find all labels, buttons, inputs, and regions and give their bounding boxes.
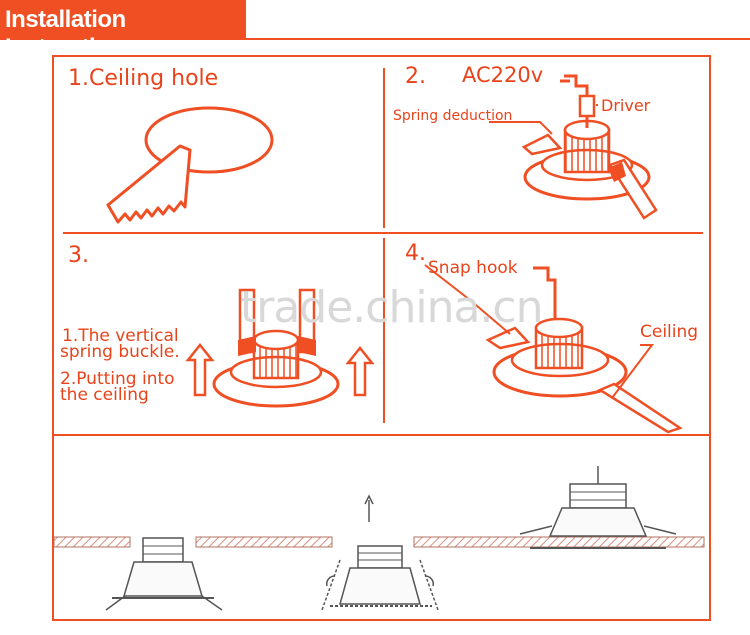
divider-middle-vertical <box>383 238 385 423</box>
step2-driver-label: Driver <box>601 96 651 115</box>
step2-illustration <box>489 74 658 220</box>
step1-illustration <box>106 106 274 224</box>
spring-clip-left <box>521 133 563 156</box>
divider-horizontal-2 <box>52 434 711 436</box>
step4-number: 4. <box>405 241 426 266</box>
watermark: trade.china.cn <box>240 282 544 333</box>
snap-hook-clip <box>485 326 531 350</box>
step4-illustration <box>424 264 683 434</box>
ceiling-panel-edge <box>597 382 683 434</box>
bottom-cross-section <box>53 466 705 611</box>
driver-box-icon <box>578 94 596 118</box>
header-bar: Installation Instructions <box>0 0 246 61</box>
step3-instruction-1a: 1.The vertical <box>62 326 179 346</box>
step3-instruction-1b: spring buckle. <box>60 342 180 362</box>
up-arrow-left-icon <box>185 342 215 397</box>
divider-top-vertical <box>383 68 385 228</box>
step2-spring-label: Spring deduction <box>393 108 513 124</box>
step3-instruction-2b: the ceiling <box>60 385 149 405</box>
saw-icon <box>106 144 192 224</box>
step3-instruction-2a: 2.Putting into <box>60 369 175 389</box>
step2-number: 2. <box>405 64 426 89</box>
insert-arrow-icon <box>364 494 374 505</box>
step4-snap-hook-label: Snap hook <box>428 258 518 278</box>
ceiling-hole-outline <box>144 106 274 174</box>
rotate-left-icon <box>326 575 336 587</box>
step4-ceiling-label: Ceiling <box>640 322 699 342</box>
step2-voltage-label: AC220v <box>462 63 544 87</box>
step3-number: 3. <box>68 243 89 268</box>
rotate-right-icon <box>424 575 434 587</box>
up-arrow-right-icon <box>345 345 375 397</box>
step1-label: 1.Ceiling hole <box>68 66 219 91</box>
instructions-frame <box>52 55 711 621</box>
step3-illustration <box>185 288 375 408</box>
divider-horizontal-1 <box>63 232 703 234</box>
header-underline <box>246 38 750 40</box>
